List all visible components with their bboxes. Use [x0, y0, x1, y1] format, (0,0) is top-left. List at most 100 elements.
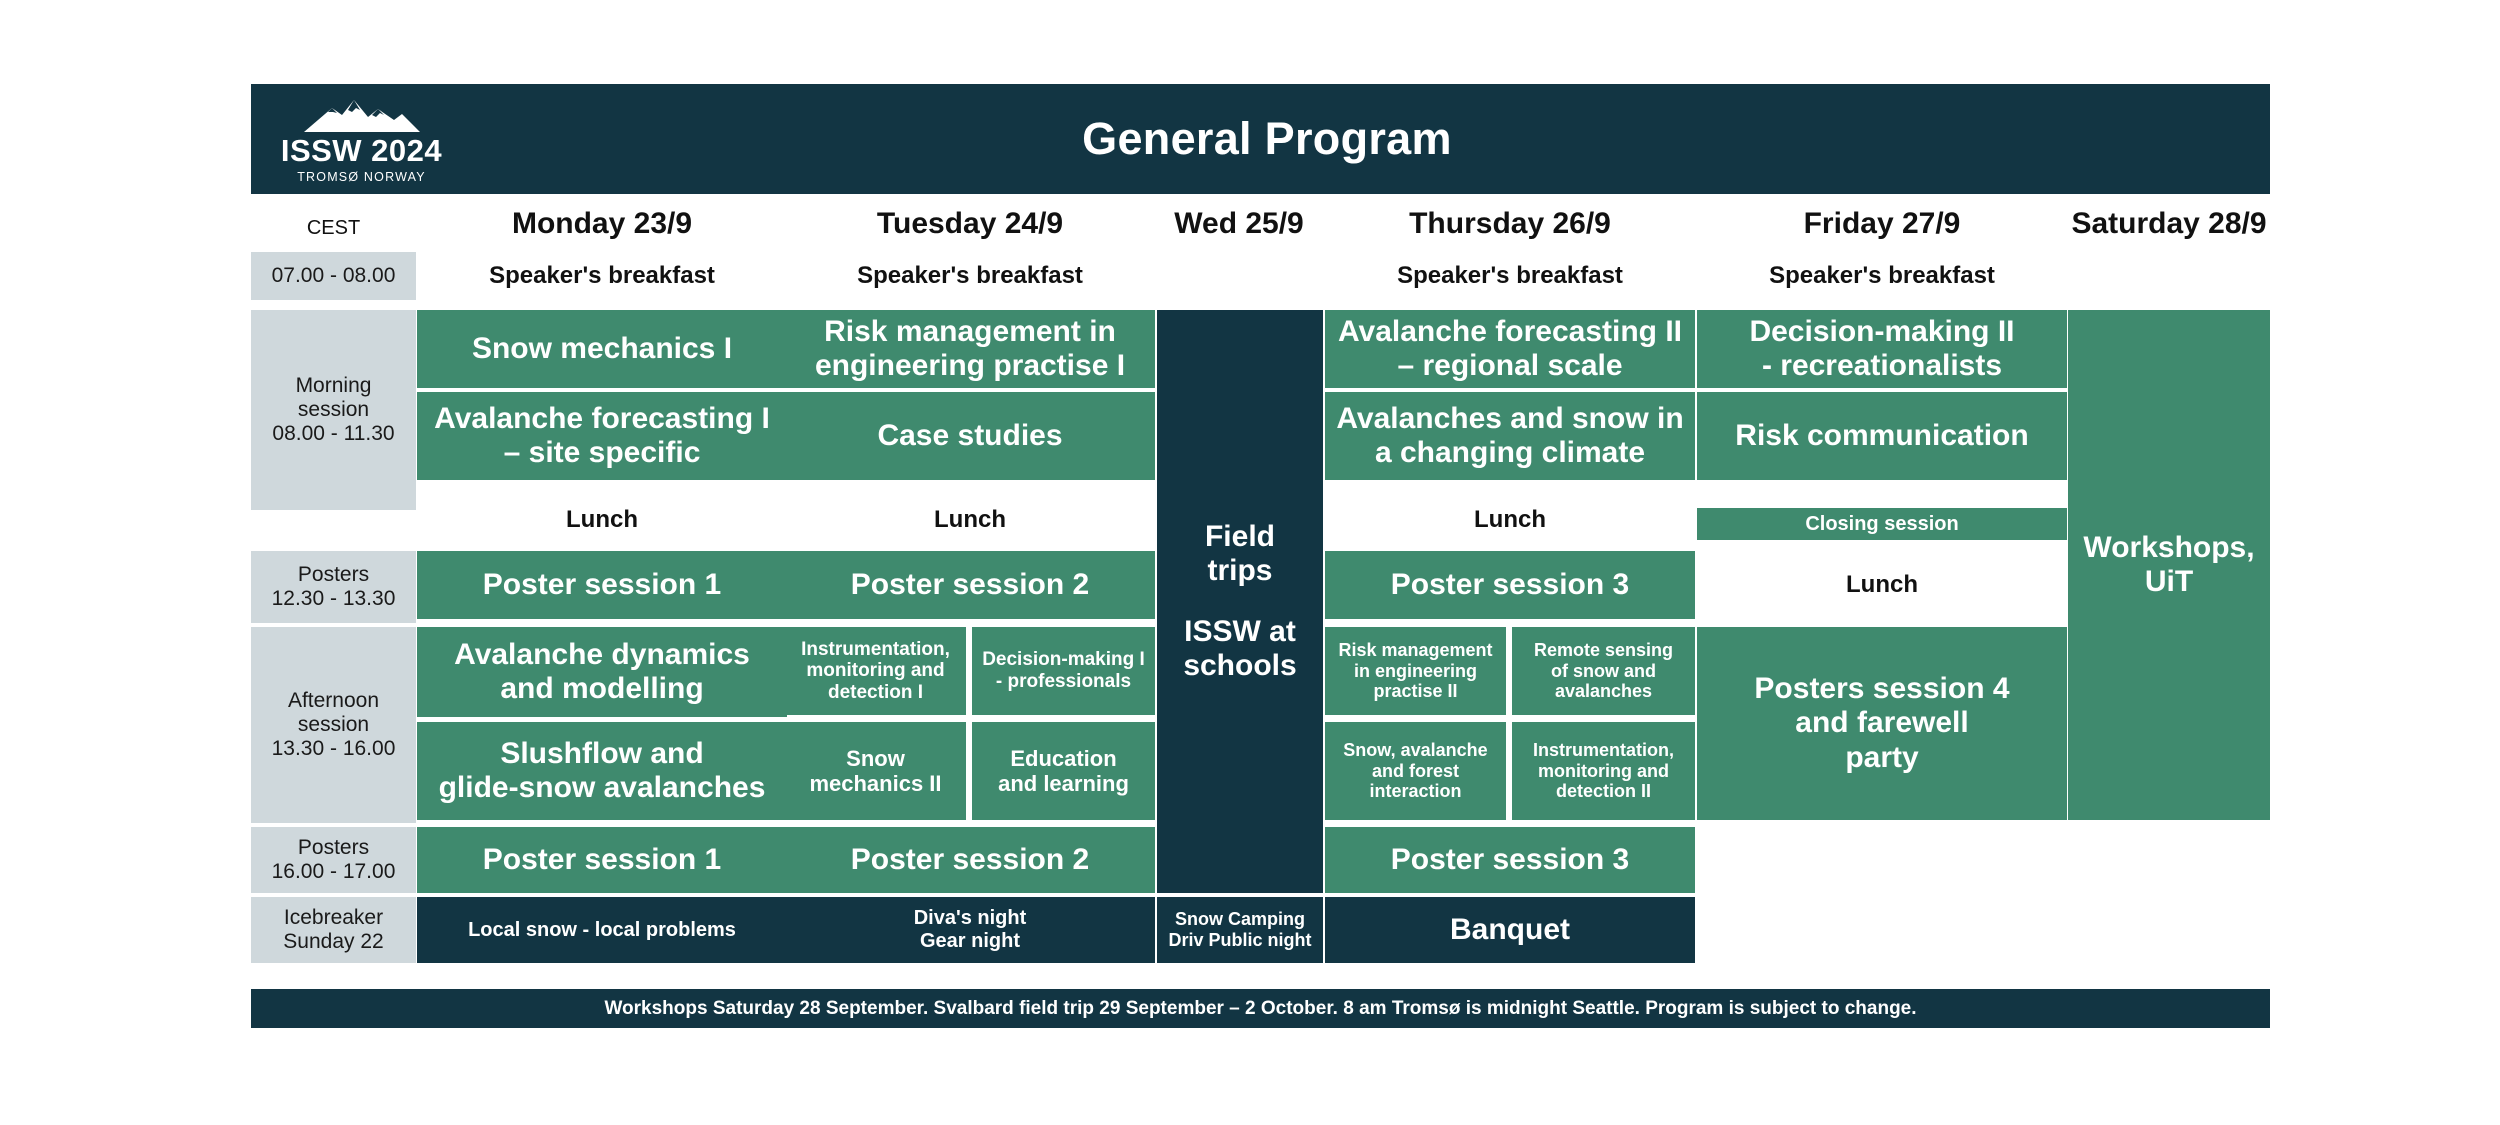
wednesday-field-trips-line4: schools — [1183, 648, 1297, 682]
tuesday-lunch: Lunch — [934, 506, 1006, 534]
monday-breakfast: Speaker's breakfast — [489, 262, 715, 290]
day-header-tuesday: Tuesday 24/9 — [876, 207, 1064, 240]
friday-morning-session-2[interactable]: Risk communication — [1697, 392, 2067, 480]
tuesday-morning-session-1-line2: engineering practise I — [814, 349, 1126, 382]
tuesday-afternoon-session-c-line1: Snow — [846, 745, 905, 771]
monday-afternoon-session-1-line2: and modelling — [500, 672, 704, 705]
tuesday-afternoon-session-d-line2: and learning — [998, 771, 1129, 796]
thursday-morning-session-1[interactable]: Avalanche forecasting II – regional scal… — [1325, 310, 1695, 388]
time-column-header: CEST — [306, 216, 361, 239]
tuesday-evening-event[interactable]: Diva's night Gear night — [785, 897, 1155, 963]
monday-afternoon-session-1-line1: Avalanche dynamics — [454, 637, 750, 671]
time-slot-posters-midday-line2: 12.30 - 13.30 — [271, 587, 396, 610]
tuesday-poster-session-late[interactable]: Poster session 2 — [785, 827, 1155, 893]
wednesday-field-trips-line1: Field — [1204, 520, 1275, 554]
time-slot-afternoon-line2: session — [297, 713, 370, 737]
saturday-all-day-workshops[interactable]: Workshops, UiT — [2068, 310, 2270, 820]
footer-note: Workshops Saturday 28 September. Svalbar… — [251, 989, 2270, 1028]
thursday-afternoon-session-d-line1: Instrumentation, — [1532, 740, 1674, 761]
day-header-wednesday: Wed 25/9 — [1174, 207, 1304, 240]
saturday-workshops-line2: UiT — [2144, 565, 2194, 598]
time-slot-afternoon-line1: Afternoon — [287, 689, 380, 713]
thursday-morning-session-2[interactable]: Avalanches and snow in a changing climat… — [1325, 392, 1695, 480]
thursday-lunch: Lunch — [1474, 506, 1546, 534]
thursday-evening-event[interactable]: Banquet — [1325, 897, 1695, 963]
tuesday-afternoon-session-c-line2: mechanics II — [809, 771, 942, 796]
saturday-workshops-line1: Workshops, — [2083, 530, 2255, 564]
wednesday-evening-event-line2: Driv Public night — [1168, 930, 1312, 950]
time-slot-afternoon: Afternoon session 13.30 - 16.00 — [251, 627, 416, 823]
wednesday-field-trips-line2: trips — [1207, 554, 1273, 588]
thursday-afternoon-session-c-line1: Snow, avalanche — [1343, 740, 1488, 761]
monday-morning-session-2[interactable]: Avalanche forecasting I – site specific — [417, 392, 787, 480]
thursday-poster-session-midday[interactable]: Poster session 3 — [1325, 551, 1695, 619]
thursday-afternoon-session-c[interactable]: Snow, avalanche and forest interaction — [1325, 722, 1506, 820]
friday-morning-session-1-line2: - recreationalists — [1761, 349, 2003, 382]
monday-morning-session-2-line2: – site specific — [503, 436, 701, 469]
logo-subtitle: TROMSØ NORWAY — [297, 170, 426, 184]
friday-breakfast: Speaker's breakfast — [1769, 262, 1995, 290]
monday-afternoon-session-1[interactable]: Avalanche dynamics and modelling — [417, 627, 787, 717]
monday-morning-session-1[interactable]: Snow mechanics I — [417, 310, 787, 388]
tuesday-afternoon-session-c[interactable]: Snow mechanics II — [785, 722, 966, 820]
monday-afternoon-session-2-line2: glide-snow avalanches — [438, 771, 766, 804]
tuesday-evening-event-line2: Gear night — [919, 930, 1020, 952]
tuesday-afternoon-session-d[interactable]: Education and learning — [972, 722, 1155, 820]
day-header-thursday: Thursday 26/9 — [1409, 207, 1611, 240]
tuesday-afternoon-session-b-line2: - professionals — [995, 671, 1132, 692]
time-slot-morning-line2: session — [297, 398, 370, 422]
time-slot-icebreaker-line1: Icebreaker — [283, 906, 384, 930]
friday-afternoon-posters-farewell[interactable]: Posters session 4 and farewell party — [1697, 627, 2067, 820]
thursday-afternoon-session-d-line2: monitoring and — [1538, 760, 1669, 781]
page-title: General Program — [1082, 113, 1452, 164]
time-slot-icebreaker-line2: Sunday 22 — [283, 930, 384, 953]
time-slot-morning: Morning session 08.00 - 11.30 — [251, 310, 416, 510]
thursday-afternoon-session-d-line3: detection II — [1555, 781, 1651, 802]
thursday-afternoon-session-a-line1: Risk management — [1338, 640, 1493, 661]
friday-morning-session-1[interactable]: Decision-making II - recreationalists — [1697, 310, 2067, 388]
time-slot-posters-late: Posters 16.00 - 17.00 — [251, 827, 416, 893]
tuesday-morning-session-1[interactable]: Risk management in engineering practise … — [785, 310, 1155, 388]
thursday-afternoon-session-d[interactable]: Instrumentation, monitoring and detectio… — [1512, 722, 1695, 820]
friday-afternoon-line1: Posters session 4 — [1754, 672, 2010, 706]
monday-morning-session-2-line1: Avalanche forecasting I — [434, 401, 770, 435]
tuesday-afternoon-session-b-line1: Decision-making I — [982, 649, 1145, 671]
day-header-monday: Monday 23/9 — [511, 207, 693, 240]
monday-poster-session-late[interactable]: Poster session 1 — [417, 827, 787, 893]
time-slot-posters-midday-line1: Posters — [297, 563, 370, 587]
time-slot-afternoon-line3: 13.30 - 16.00 — [271, 736, 396, 760]
time-slot-morning-line1: Morning — [295, 374, 372, 398]
tuesday-afternoon-session-a-line3: detection I — [827, 681, 923, 703]
time-slot-posters-late-line2: 16.00 - 17.00 — [271, 860, 396, 883]
tuesday-breakfast: Speaker's breakfast — [857, 262, 1083, 290]
wednesday-evening-event[interactable]: Snow Camping Driv Public night — [1157, 897, 1323, 963]
friday-morning-session-1-line1: Decision-making II — [1749, 314, 2015, 348]
monday-evening-event[interactable]: Local snow - local problems — [417, 897, 787, 963]
tuesday-morning-session-2[interactable]: Case studies — [785, 392, 1155, 480]
wednesday-all-day-field-trips[interactable]: Field trips ISSW at schools — [1157, 310, 1323, 893]
tuesday-afternoon-session-a[interactable]: Instrumentation, monitoring and detectio… — [785, 627, 966, 715]
tuesday-afternoon-session-b[interactable]: Decision-making I - professionals — [972, 627, 1155, 715]
tuesday-afternoon-session-a-line2: monitoring and — [806, 660, 945, 682]
thursday-poster-session-late[interactable]: Poster session 3 — [1325, 827, 1695, 893]
thursday-breakfast: Speaker's breakfast — [1397, 262, 1623, 290]
thursday-afternoon-session-c-line2: and forest — [1371, 760, 1459, 781]
program-header: ISSW 2024 TROMSØ NORWAY General Program — [251, 84, 2270, 194]
friday-afternoon-line3: party — [1845, 740, 1919, 774]
friday-afternoon-line2: and farewell — [1795, 706, 1969, 740]
monday-poster-session-midday[interactable]: Poster session 1 — [417, 551, 787, 619]
friday-closing-session[interactable]: Closing session — [1697, 508, 2067, 540]
thursday-morning-session-2-line2: a changing climate — [1374, 436, 1646, 469]
thursday-afternoon-session-b[interactable]: Remote sensing of snow and avalanches — [1512, 627, 1695, 715]
day-header-friday: Friday 27/9 — [1803, 207, 1961, 240]
tuesday-afternoon-session-d-line1: Education — [1010, 745, 1117, 771]
mountain-icon — [302, 94, 422, 134]
tuesday-morning-session-1-line1: Risk management in — [824, 314, 1116, 348]
thursday-morning-session-1-line1: Avalanche forecasting II — [1337, 314, 1682, 348]
wednesday-field-trips-line3: ISSW at — [1184, 614, 1296, 648]
thursday-afternoon-session-a[interactable]: Risk management in engineering practise … — [1325, 627, 1506, 715]
tuesday-poster-session-midday[interactable]: Poster session 2 — [785, 551, 1155, 619]
wednesday-evening-event-line1: Snow Camping — [1175, 909, 1305, 930]
monday-afternoon-session-2[interactable]: Slushflow and glide-snow avalanches — [417, 722, 787, 820]
thursday-afternoon-session-a-line2: in engineering — [1353, 660, 1477, 681]
